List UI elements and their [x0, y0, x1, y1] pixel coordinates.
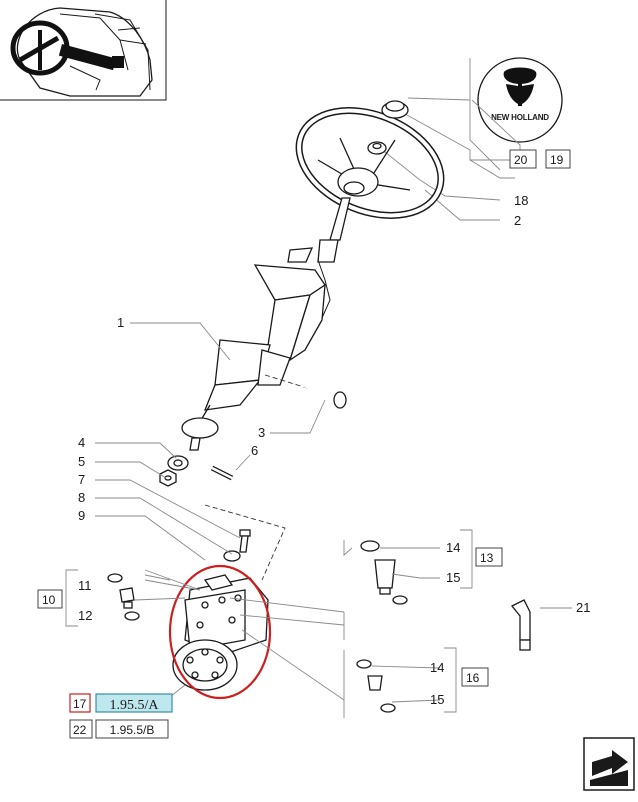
callout-14b: 14 — [430, 660, 444, 675]
steering-shaft[interactable] — [287, 197, 351, 263]
ref-box-16[interactable]: 16 — [461, 667, 489, 687]
fitting-right-upper[interactable] — [360, 540, 396, 595]
o-ring-right-lower[interactable] — [380, 703, 396, 713]
thumbnail-frame[interactable] — [0, 0, 167, 101]
steering-wheel[interactable] — [283, 91, 456, 235]
bolt[interactable] — [301, 383, 347, 409]
callout-16: 16 — [466, 671, 480, 685]
o-ring-right-upper[interactable] — [392, 595, 408, 605]
mounting-washer[interactable] — [223, 550, 241, 562]
mounting-outline — [204, 504, 286, 581]
callout-6: 6 — [251, 443, 258, 458]
ref-box-20-19[interactable]: 20 19 — [509, 149, 571, 169]
retaining-nut[interactable] — [367, 141, 387, 155]
steering-column-housing[interactable] — [181, 259, 331, 451]
callout-14a: 14 — [446, 540, 460, 555]
ref-row-other[interactable]: 22 1.95.5/B — [69, 719, 169, 739]
callout-7: 7 — [78, 472, 85, 487]
callout-21: 21 — [576, 600, 590, 615]
ref-link-other: 1.95.5/B — [110, 723, 155, 737]
ref-row-active[interactable]: 17 1.95.5/A — [69, 693, 173, 713]
ref-link-active: 1.95.5/A — [110, 698, 160, 713]
callouts: 1 2 3 4 5 6 7 8 9 11 12 14 15 14 15 18 2… — [78, 193, 590, 707]
callout-5: 5 — [78, 454, 85, 469]
roll-pin[interactable] — [210, 465, 234, 481]
nut[interactable] — [159, 469, 177, 487]
fitting-right-lower[interactable] — [356, 659, 383, 691]
horn-cap[interactable] — [381, 100, 409, 119]
leader-lines-body — [95, 322, 572, 718]
brand-name: NEW HOLLAND — [491, 113, 549, 122]
ref-box-13[interactable]: 13 — [475, 547, 503, 567]
callout-20: 20 — [514, 153, 528, 167]
callout-15a: 15 — [446, 570, 460, 585]
callout-9: 9 — [78, 508, 85, 523]
callout-3: 3 — [258, 425, 265, 440]
ref-box-10[interactable]: 10 — [37, 589, 63, 609]
callout-18: 18 — [514, 193, 528, 208]
callout-8: 8 — [78, 490, 85, 505]
callout-12: 12 — [78, 608, 92, 623]
new-holland-leaf-logo: NEW HOLLAND — [477, 57, 563, 143]
highlight-circle — [168, 564, 272, 700]
elbow-fitting[interactable] — [510, 599, 531, 651]
o-ring-left[interactable] — [124, 611, 140, 621]
tractor-cab-steering-thumbnail — [10, 7, 153, 97]
callout-10: 10 — [42, 593, 56, 607]
steering-control-unit[interactable] — [172, 574, 269, 691]
fitting-left[interactable] — [107, 573, 135, 609]
callout-13: 13 — [480, 551, 494, 565]
callout-19: 19 — [550, 153, 564, 167]
callout-2: 2 — [514, 213, 521, 228]
callout-1: 1 — [117, 315, 124, 330]
callout-17: 17 — [73, 697, 87, 711]
callout-15b: 15 — [430, 692, 444, 707]
callout-22: 22 — [73, 723, 87, 737]
washer[interactable] — [167, 455, 189, 471]
callout-11: 11 — [78, 578, 92, 593]
callout-4: 4 — [78, 435, 85, 450]
group-brackets — [65, 159, 520, 713]
next-page-arrow-icon[interactable] — [583, 737, 635, 791]
mounting-screw[interactable] — [239, 529, 251, 553]
